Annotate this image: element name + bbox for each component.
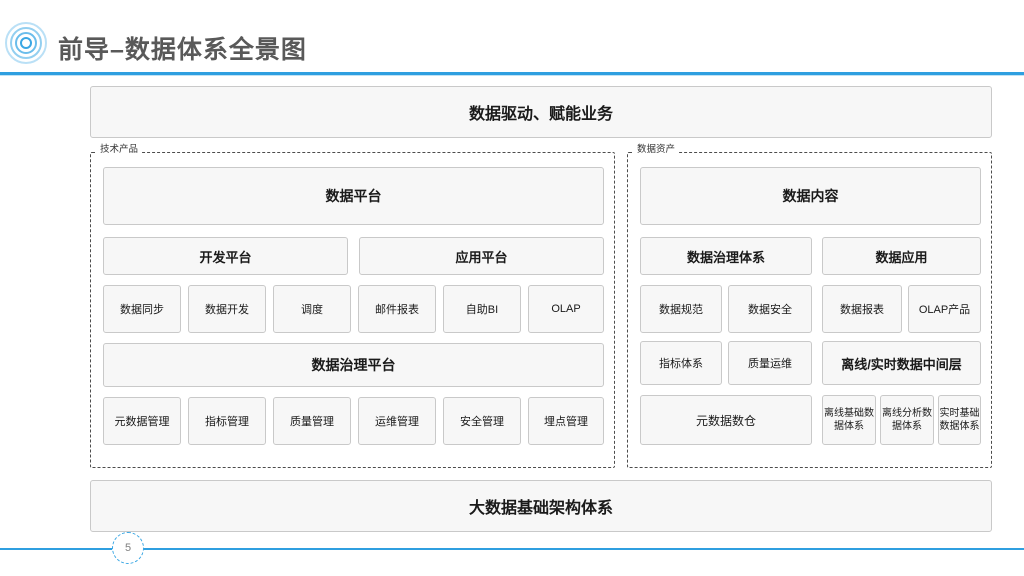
box-dev-platform[interactable]: 开发平台 [103, 237, 348, 275]
box-olap-product[interactable]: OLAP产品 [908, 285, 981, 333]
header-divider [0, 72, 1024, 75]
group-tech-products: 技术产品 数据平台 开发平台 应用平台 数据同步 数据开发 调度 邮件报表 自助… [90, 144, 615, 468]
box-offline-analytic-data-system[interactable]: 离线分析数据体系 [880, 395, 934, 445]
box-metric-system[interactable]: 指标体系 [640, 341, 722, 385]
footer-divider [0, 548, 1024, 550]
box-tool-metadata-mgmt[interactable]: 元数据管理 [103, 397, 181, 445]
box-tool-self-bi[interactable]: 自助BI [443, 285, 521, 333]
spiral-decoration-icon [5, 22, 47, 64]
box-offline-realtime-midlayer[interactable]: 离线/实时数据中间层 [822, 341, 981, 385]
group-label-tech-products: 技术产品 [97, 144, 142, 156]
box-data-security[interactable]: 数据安全 [728, 285, 812, 333]
box-tool-data-dev[interactable]: 数据开发 [188, 285, 266, 333]
box-tool-email-report[interactable]: 邮件报表 [358, 285, 436, 333]
box-data-report[interactable]: 数据报表 [822, 285, 902, 333]
box-data-standard[interactable]: 数据规范 [640, 285, 722, 333]
group-data-assets: 数据资产 数据内容 数据治理体系 数据应用 数据规范 数据安全 数据报表 OLA… [627, 144, 992, 468]
box-data-content[interactable]: 数据内容 [640, 167, 981, 225]
box-app-platform[interactable]: 应用平台 [359, 237, 604, 275]
box-tool-scheduling[interactable]: 调度 [273, 285, 351, 333]
box-metadata-warehouse[interactable]: 元数据数仓 [640, 395, 812, 445]
box-data-platform[interactable]: 数据平台 [103, 167, 604, 225]
box-realtime-base-data-system[interactable]: 实时基础数据体系 [938, 395, 981, 445]
box-tool-quality-mgmt[interactable]: 质量管理 [273, 397, 351, 445]
box-tool-metric-mgmt[interactable]: 指标管理 [188, 397, 266, 445]
band-big-data-infrastructure: 大数据基础架构体系 [90, 480, 992, 532]
box-tool-tracking-mgmt[interactable]: 埋点管理 [528, 397, 604, 445]
box-tool-ops-mgmt[interactable]: 运维管理 [358, 397, 436, 445]
header-divider-secondary [0, 75, 1024, 76]
box-tool-security-mgmt[interactable]: 安全管理 [443, 397, 521, 445]
page-title: 前导–数据体系全景图 [58, 36, 307, 64]
box-quality-ops[interactable]: 质量运维 [728, 341, 812, 385]
box-data-application[interactable]: 数据应用 [822, 237, 981, 275]
box-data-governance-system[interactable]: 数据治理体系 [640, 237, 812, 275]
band-business-value: 数据驱动、赋能业务 [90, 86, 992, 138]
page-number-badge: 5 [112, 532, 144, 564]
box-offline-base-data-system[interactable]: 离线基础数据体系 [822, 395, 876, 445]
box-tool-data-sync[interactable]: 数据同步 [103, 285, 181, 333]
group-label-data-assets: 数据资产 [634, 144, 679, 156]
data-system-overview-diagram: 数据驱动、赋能业务 技术产品 数据平台 开发平台 应用平台 数据同步 数据开发 … [90, 86, 992, 532]
box-data-governance-platform[interactable]: 数据治理平台 [103, 343, 604, 387]
box-tool-olap[interactable]: OLAP [528, 285, 604, 333]
